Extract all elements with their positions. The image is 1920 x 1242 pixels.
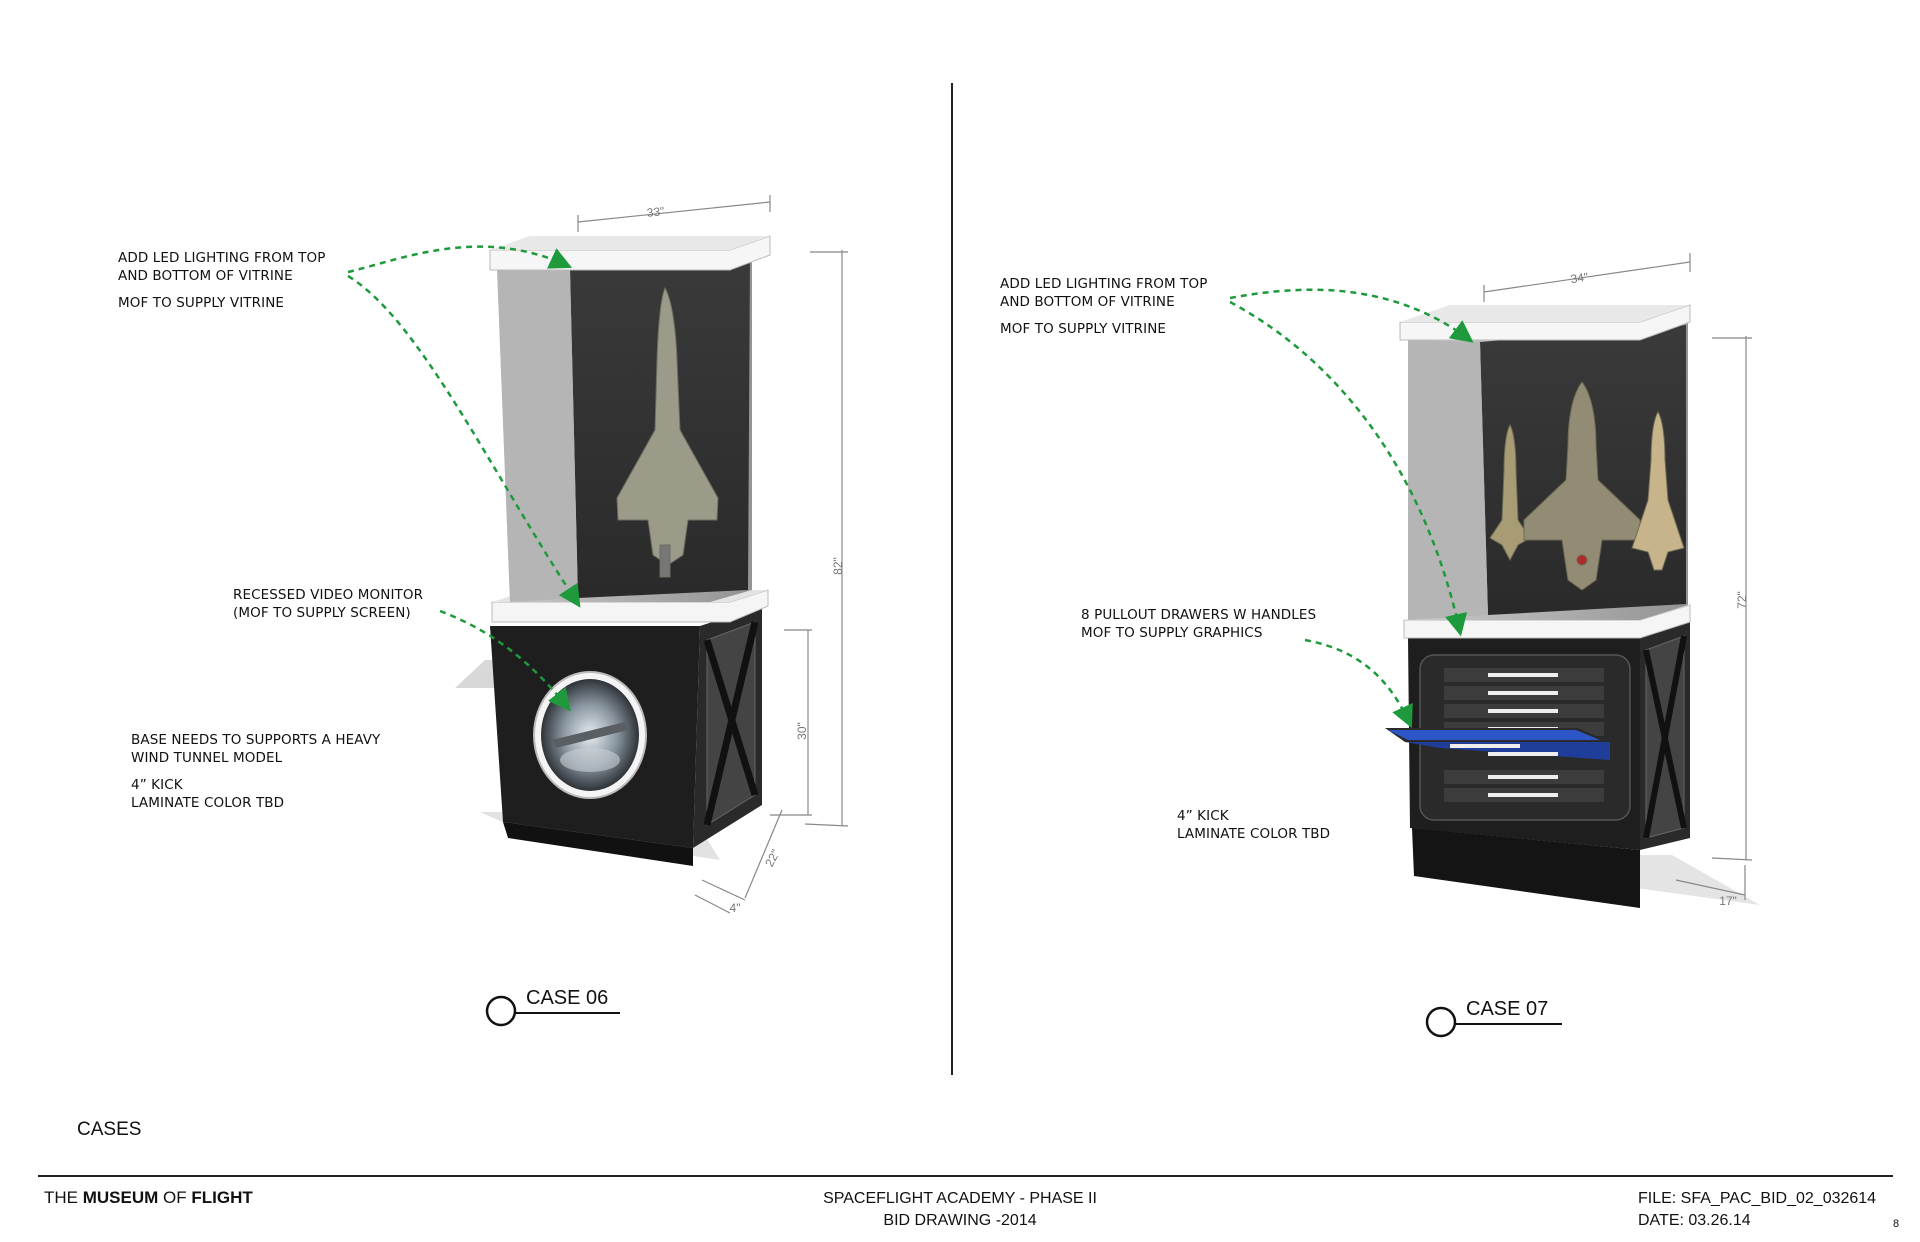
case-07-kick-note: 4” KICK LAMINATE COLOR TBD [1177,807,1330,843]
org-name: THE MUSEUM OF FLIGHT [44,1188,253,1208]
case-07-dim-height: 72" [1735,591,1749,609]
note-line: AND BOTTOM OF VITRINE [1000,294,1175,310]
c6-video-leader [439,609,571,712]
c7-led-top-leader [1229,288,1474,343]
file-info: FILE: SFA_PAC_BID_02_032614 DATE: 03.26.… [1638,1188,1876,1232]
note-line: 8 PULLOUT DRAWERS w HANDLES [1081,607,1317,623]
case-06-label: CASE 06 [526,987,609,1009]
org-flight: FLIGHT [191,1188,253,1207]
org-of: OF [163,1188,187,1207]
note-line: MOF TO SUPPLY GRAPHICS [1081,625,1263,641]
case-06-video-note: RECESSED VIDEO MONITOR (MOF TO SUPPLY SC… [233,586,423,622]
project-info: SPACEFLIGHT ACADEMY - PHASE II BID DRAWI… [760,1188,1160,1232]
case-06-marker [485,995,517,1027]
case-06-led-note: ADD LED LIGHTING FROM TOP AND BOTTOM OF … [118,249,325,312]
case-07-dim-depth: 17" [1719,894,1737,908]
case-07-dim-width: 34" [1570,270,1589,286]
note-line: MOF TO SUPPLY VITRINE [1000,321,1167,337]
case-06-video-monitor [533,671,647,799]
case-06-illustration: 33" 82" 30" 22" 4" [455,195,849,915]
c7-led-bottom-leader [1229,300,1468,637]
file-name: FILE: SFA_PAC_BID_02_032614 [1638,1190,1877,1207]
case-07-led-note: ADD LED LIGHTING FROM TOP AND BOTTOM OF … [1000,275,1207,338]
note-line: MOF TO SUPPLY VITRINE [118,295,285,311]
case-06-dim-kick: 4" [730,901,741,915]
note-line: (MOF TO SUPPLY SCREEN) [233,605,411,621]
case-06-base-note: BASE NEEDS TO SUPPORTS A HEAVY WIND TUNN… [131,731,380,812]
case-06-dim-height: 82" [831,557,845,575]
case-07-label: CASE 07 [1466,998,1549,1020]
section-title: CASES [77,1119,142,1140]
note-line: ADD LED LIGHTING FROM TOP [1000,276,1208,292]
note-line: 4” KICK [1177,808,1229,824]
case-07-illustration: 34" 72" 17" [1385,253,1760,908]
case-07-drawers [1385,654,1631,821]
note-line: LAMINATE COLOR TBD [131,795,285,811]
case-07-space-models [1489,381,1685,591]
org-museum: MUSEUM [82,1188,159,1207]
c6-led-top-leader [347,245,573,274]
project-title: SPACEFLIGHT ACADEMY - PHASE II [823,1190,1097,1207]
org-prefix: THE [44,1188,78,1207]
c6-led-bottom-leader [347,274,581,608]
case-06-dim-base-height: 30" [795,722,809,740]
case-06-shuttle-model [616,286,719,578]
c7-drawers-leader [1304,638,1413,729]
leader-lines [347,245,1474,729]
case-06-dim-width: 33" [646,204,665,220]
page-number: 8 [1893,1218,1900,1230]
case-07-marker [1425,1006,1457,1038]
note-line: RECESSED VIDEO MONITOR [233,587,424,603]
note-line: WIND TUNNEL MODEL [131,750,283,766]
note-line: 4” KICK [131,777,183,793]
project-subtitle: BID DRAWING -2014 [883,1212,1037,1229]
case-07-drawers-note: 8 PULLOUT DRAWERS w HANDLES MOF TO SUPPL… [1081,606,1316,642]
note-line: AND BOTTOM OF VITRINE [118,268,293,284]
note-line: ADD LED LIGHTING FROM TOP [118,250,326,266]
file-date: DATE: 03.26.14 [1638,1212,1751,1229]
note-line: BASE NEEDS TO SUPPORTS A HEAVY [131,732,381,748]
note-line: LAMINATE COLOR TBD [1177,826,1331,842]
